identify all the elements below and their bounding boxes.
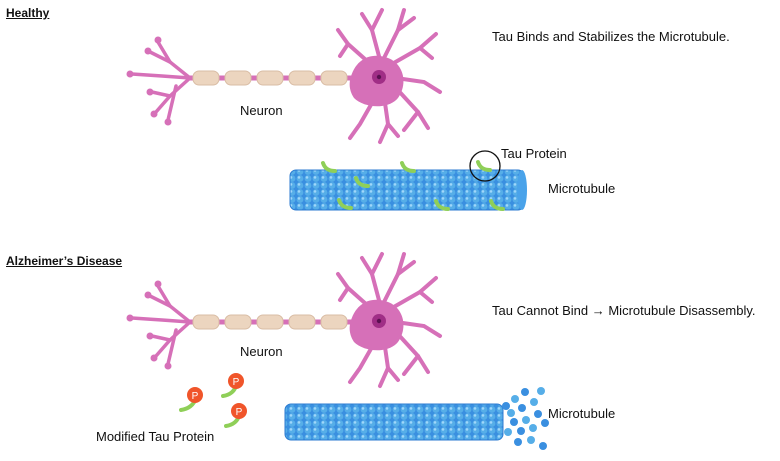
disassembling-microtubule bbox=[284, 403, 504, 441]
modified-tau-3: P bbox=[224, 403, 247, 428]
disease-section-title: Alzheimer’s Disease bbox=[6, 254, 123, 268]
phosphate-symbol: P bbox=[192, 391, 199, 402]
phosphate-symbol: P bbox=[233, 377, 240, 388]
disease-caption: Tau Cannot Bind → Microtubule Disassembl… bbox=[492, 303, 756, 318]
modified-tau-proteins: P P P bbox=[179, 373, 247, 428]
disease-microtubule-label: Microtubule bbox=[548, 406, 616, 421]
tau-highlight-circle bbox=[469, 150, 501, 182]
disease-neuron-label: Neuron bbox=[240, 344, 283, 359]
healthy-neuron-label: Neuron bbox=[240, 103, 283, 118]
healthy-microtubule-label: Microtubule bbox=[548, 181, 616, 196]
healthy-section-title: Healthy bbox=[6, 6, 50, 20]
disease-neuron bbox=[127, 254, 441, 386]
phosphate-symbol: P bbox=[236, 407, 243, 418]
modified-tau-1: P bbox=[179, 387, 203, 412]
modified-tau-protein-label: Modified Tau Protein bbox=[96, 429, 215, 444]
healthy-microtubule bbox=[289, 169, 527, 211]
modified-tau-2: P bbox=[221, 373, 244, 398]
healthy-neuron bbox=[127, 10, 441, 142]
tau-protein-label: Tau Protein bbox=[501, 146, 567, 161]
healthy-caption: Tau Binds and Stabilizes the Microtubule… bbox=[492, 29, 730, 44]
free-tubulin-subunits bbox=[502, 387, 549, 450]
